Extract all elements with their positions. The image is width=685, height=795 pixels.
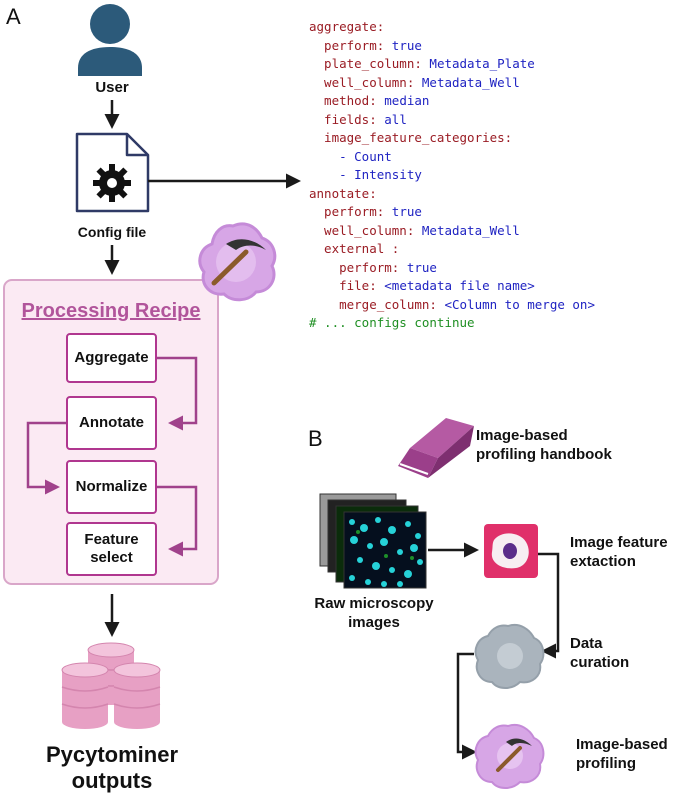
raw-line1: Raw microscopy <box>314 595 434 612</box>
code-line: image_feature_categories: <box>309 129 595 148</box>
pycytominer-logo-icon <box>198 222 277 302</box>
cell-feature-icon <box>484 524 538 578</box>
code-line: annotate: <box>309 185 595 204</box>
step-feature-select: Feature select <box>66 522 157 576</box>
user-label: User <box>95 79 129 96</box>
code-line: perform: true <box>309 37 595 56</box>
code-line: well_column: Metadata_Well <box>309 74 595 93</box>
data-curation-icon <box>474 624 545 689</box>
code-line: plate_column: Metadata_Plate <box>309 55 595 74</box>
profiling-pickaxe-icon <box>474 724 545 789</box>
code-key: perform: <box>309 259 407 275</box>
config-code-block: aggregate: perform: true plate_column: M… <box>309 18 595 333</box>
code-value: - Count <box>309 148 392 164</box>
panel-a-letter: A <box>6 4 21 29</box>
code-value: true <box>406 259 437 275</box>
code-value: Metadata_Well <box>421 222 520 238</box>
microscopy-images-icon <box>319 493 427 589</box>
code-value: true <box>391 37 422 53</box>
profiling-line2: profiling <box>576 755 636 772</box>
image-based-profiling-label: Image-based profiling <box>576 735 668 773</box>
pycytominer-outputs-label: Pycytominer outputs <box>14 742 210 794</box>
feature-extraction-label: Image feature extaction <box>570 533 668 571</box>
code-key: plate_column: <box>309 56 430 71</box>
code-key: well_column: <box>309 222 422 238</box>
code-line: aggregate: <box>309 18 595 37</box>
code-value: <Column to merge on> <box>444 296 595 312</box>
config-file-icon <box>75 132 150 213</box>
code-value: - Intensity <box>309 167 422 182</box>
code-value: true <box>391 204 422 219</box>
code-line: method: median <box>309 92 595 111</box>
code-key: fields: <box>309 111 385 127</box>
code-line: - Intensity <box>309 166 595 185</box>
recipe-flow-arrows <box>26 356 198 557</box>
handbook-line2: profiling handbook <box>476 446 612 463</box>
code-key: file: <box>309 278 385 293</box>
code-line: - Count <box>309 148 595 167</box>
code-line: perform: true <box>309 203 595 222</box>
panel-b-letter: B <box>308 426 323 451</box>
extraction-line1: Image feature <box>570 534 668 551</box>
extraction-line2: extaction <box>570 553 636 570</box>
code-line: # ... configs continue <box>309 314 595 333</box>
curation-line2: curation <box>570 654 630 671</box>
data-curation-label: Data curation <box>570 634 629 672</box>
outputs-label-line2: outputs <box>71 768 153 793</box>
book-icon <box>398 418 474 478</box>
code-key: well_column: <box>309 74 422 90</box>
step-aggregate: Aggregate <box>66 333 157 383</box>
code-line: merge_column: <Column to merge on> <box>309 296 595 315</box>
code-line: fields: all <box>309 111 595 130</box>
code-value: median <box>384 93 430 108</box>
code-key: perform: <box>309 204 392 219</box>
arrow-curation-to-profiling <box>456 652 477 760</box>
code-value: Metadata_Well <box>421 74 520 90</box>
arrow-extraction-to-curation <box>538 552 560 659</box>
user-icon <box>78 4 142 76</box>
profiling-line1: Image-based <box>576 736 668 753</box>
code-key: annotate: <box>309 185 377 201</box>
raw-microscopy-label: Raw microscopy images <box>304 594 444 632</box>
code-comment: # ... configs continue <box>309 315 475 330</box>
code-line: file: <metadata file name> <box>309 277 595 296</box>
code-line: well_column: Metadata_Well <box>309 222 595 241</box>
code-value: <metadata file name> <box>384 278 535 293</box>
code-key: aggregate: <box>309 19 385 34</box>
handbook-line1: Image-based <box>476 427 568 444</box>
outputs-label-line1: Pycytominer <box>45 742 179 767</box>
database-icon <box>61 642 161 729</box>
code-key: external : <box>309 241 400 256</box>
curation-line1: Data <box>570 635 603 652</box>
code-key: perform: <box>309 37 392 53</box>
code-value: Metadata_Plate <box>429 56 535 71</box>
code-line: external : <box>309 240 595 259</box>
raw-line2: images <box>348 614 400 631</box>
code-key: method: <box>309 93 385 108</box>
step-annotate: Annotate <box>66 396 157 450</box>
code-line: perform: true <box>309 259 595 278</box>
config-file-label: Config file <box>77 224 147 240</box>
code-key: image_feature_categories: <box>309 130 513 145</box>
gear-icon <box>93 164 131 202</box>
handbook-label: Image-based profiling handbook <box>476 426 612 464</box>
code-value: all <box>384 111 407 127</box>
processing-recipe-title: Processing Recipe <box>21 300 201 322</box>
code-key: merge_column: <box>309 296 445 312</box>
step-normalize: Normalize <box>66 460 157 514</box>
